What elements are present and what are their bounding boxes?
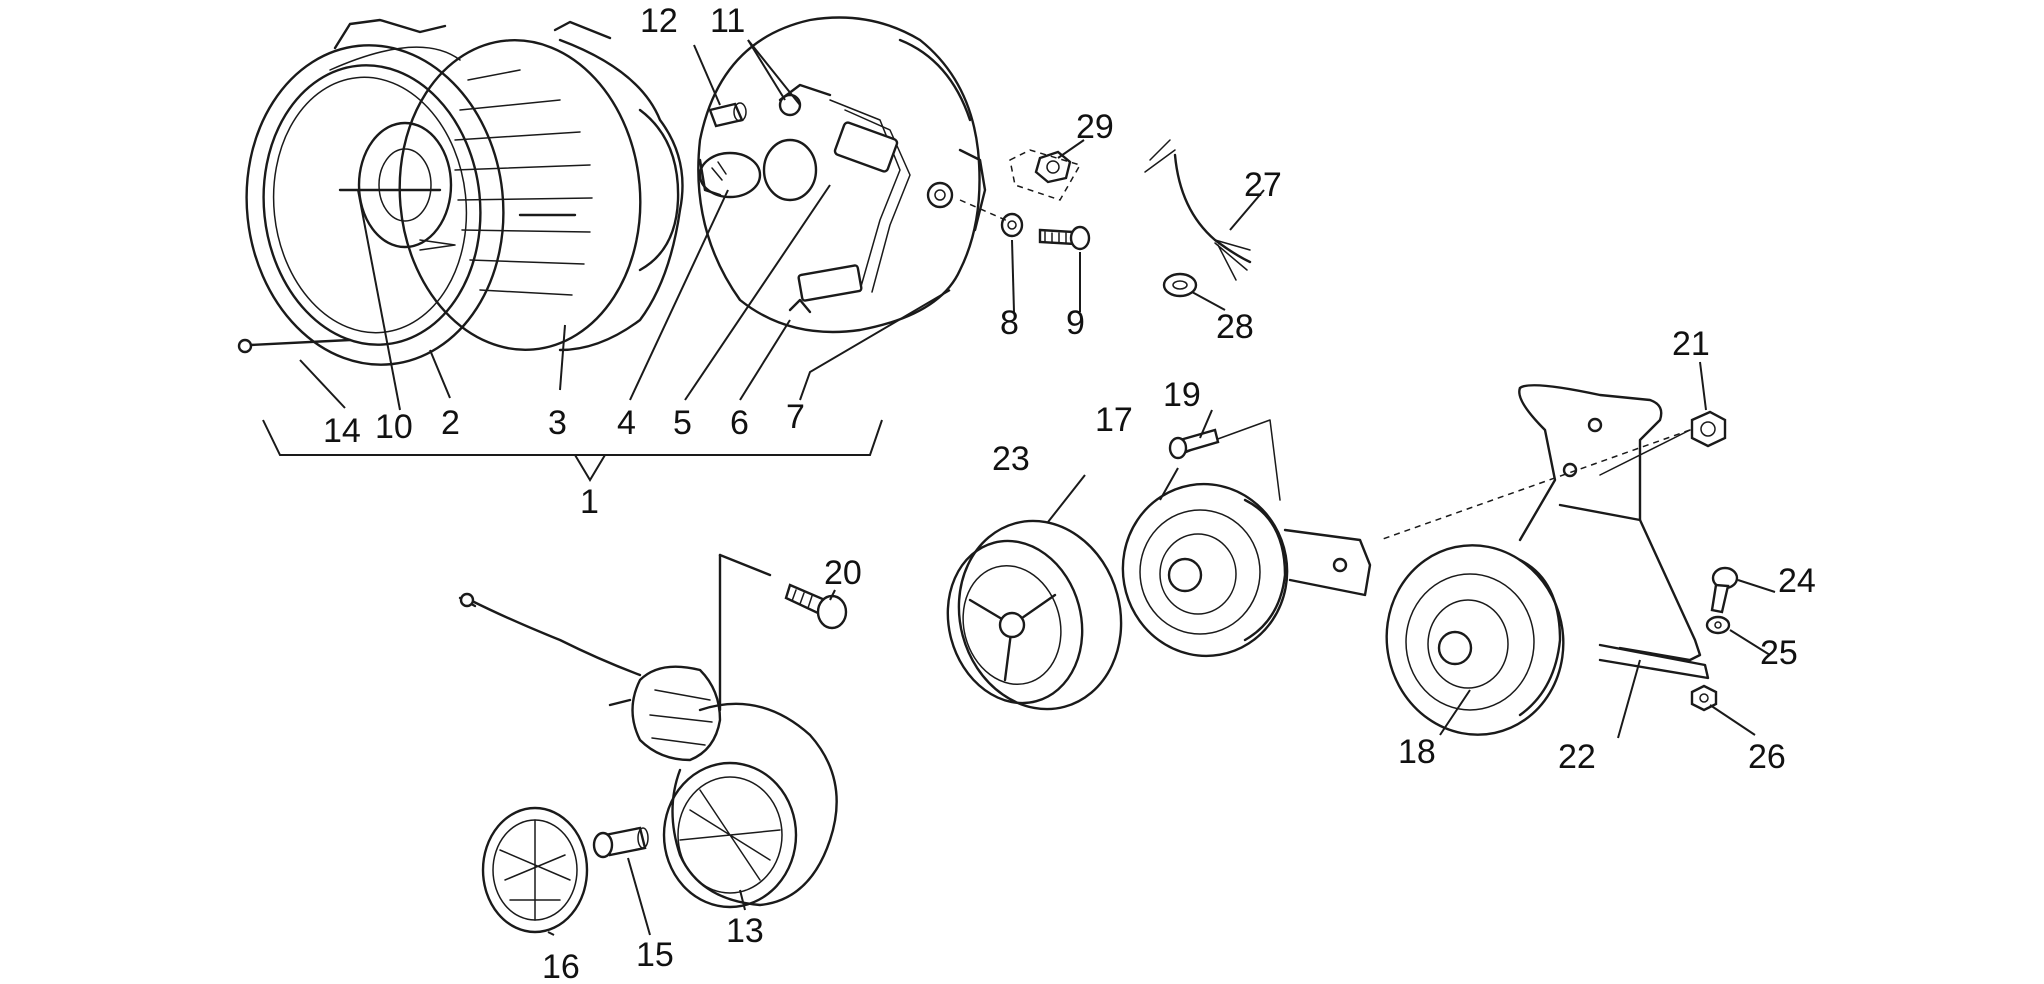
headlamp-leader-lines [262,39,1265,482]
callout-12: 12 [640,2,678,40]
callout-17: 17 [1095,401,1133,439]
headlamp-rim [245,18,505,366]
screw-14-part [237,338,352,354]
horn-cover [946,519,1123,711]
callout-24: 24 [1778,562,1816,600]
cable-27-part [1144,139,1252,281]
callout-11: 11 [710,2,745,40]
screw-19-part [1168,428,1220,460]
callout-13: 13 [726,912,764,950]
callout-25: 25 [1760,634,1798,672]
grommet-28-part [1162,272,1198,298]
callout-8: 8 [1000,304,1019,342]
callout-23: 23 [992,440,1030,478]
callout-labels: 1 2 3 4 5 6 7 8 9 10 11 12 13 14 15 16 1… [323,2,1816,984]
turn-signal [458,553,838,909]
turn-signal-leader-lines [547,589,836,936]
callout-4: 4 [617,404,636,442]
horn-bracket [1518,384,1710,680]
callout-6: 6 [730,404,749,442]
washer-25-part [1705,615,1731,635]
callout-3: 3 [548,404,567,442]
bulb-15-part [592,826,649,859]
callout-10: 10 [375,408,413,446]
screw-9-part [1038,225,1091,251]
callout-16: 16 [542,948,580,984]
callout-5: 5 [673,404,692,442]
callout-29: 29 [1076,108,1114,146]
callout-20: 20 [824,554,862,592]
nut-26-part [1690,684,1718,712]
callout-28: 28 [1216,308,1254,346]
bulb-12-part [708,102,747,128]
callout-15: 15 [636,936,674,974]
horn [1121,419,1372,658]
callout-9: 9 [1066,304,1085,342]
callout-18: 18 [1398,733,1436,771]
callout-7: 7 [786,398,805,436]
callout-22: 22 [1558,738,1596,776]
horn [1385,544,1565,736]
callout-1: 1 [580,483,599,521]
callout-27: 27 [1244,166,1282,204]
washer-8-part [1000,212,1024,238]
nut-21-part [1690,410,1727,448]
headlamp-bulb [698,138,818,202]
callout-14: 14 [323,412,361,450]
screw-24-part [1710,566,1739,614]
callout-2: 2 [441,404,460,442]
headlamp-reflector-part [338,121,453,249]
nut-29-part [1009,149,1082,201]
horn-leader-lines [1047,361,1776,739]
callout-26: 26 [1748,738,1786,776]
callout-21: 21 [1672,325,1710,363]
callout-19: 19 [1163,376,1201,414]
headlamp-lens [398,20,684,352]
lens-16-part [481,806,589,934]
